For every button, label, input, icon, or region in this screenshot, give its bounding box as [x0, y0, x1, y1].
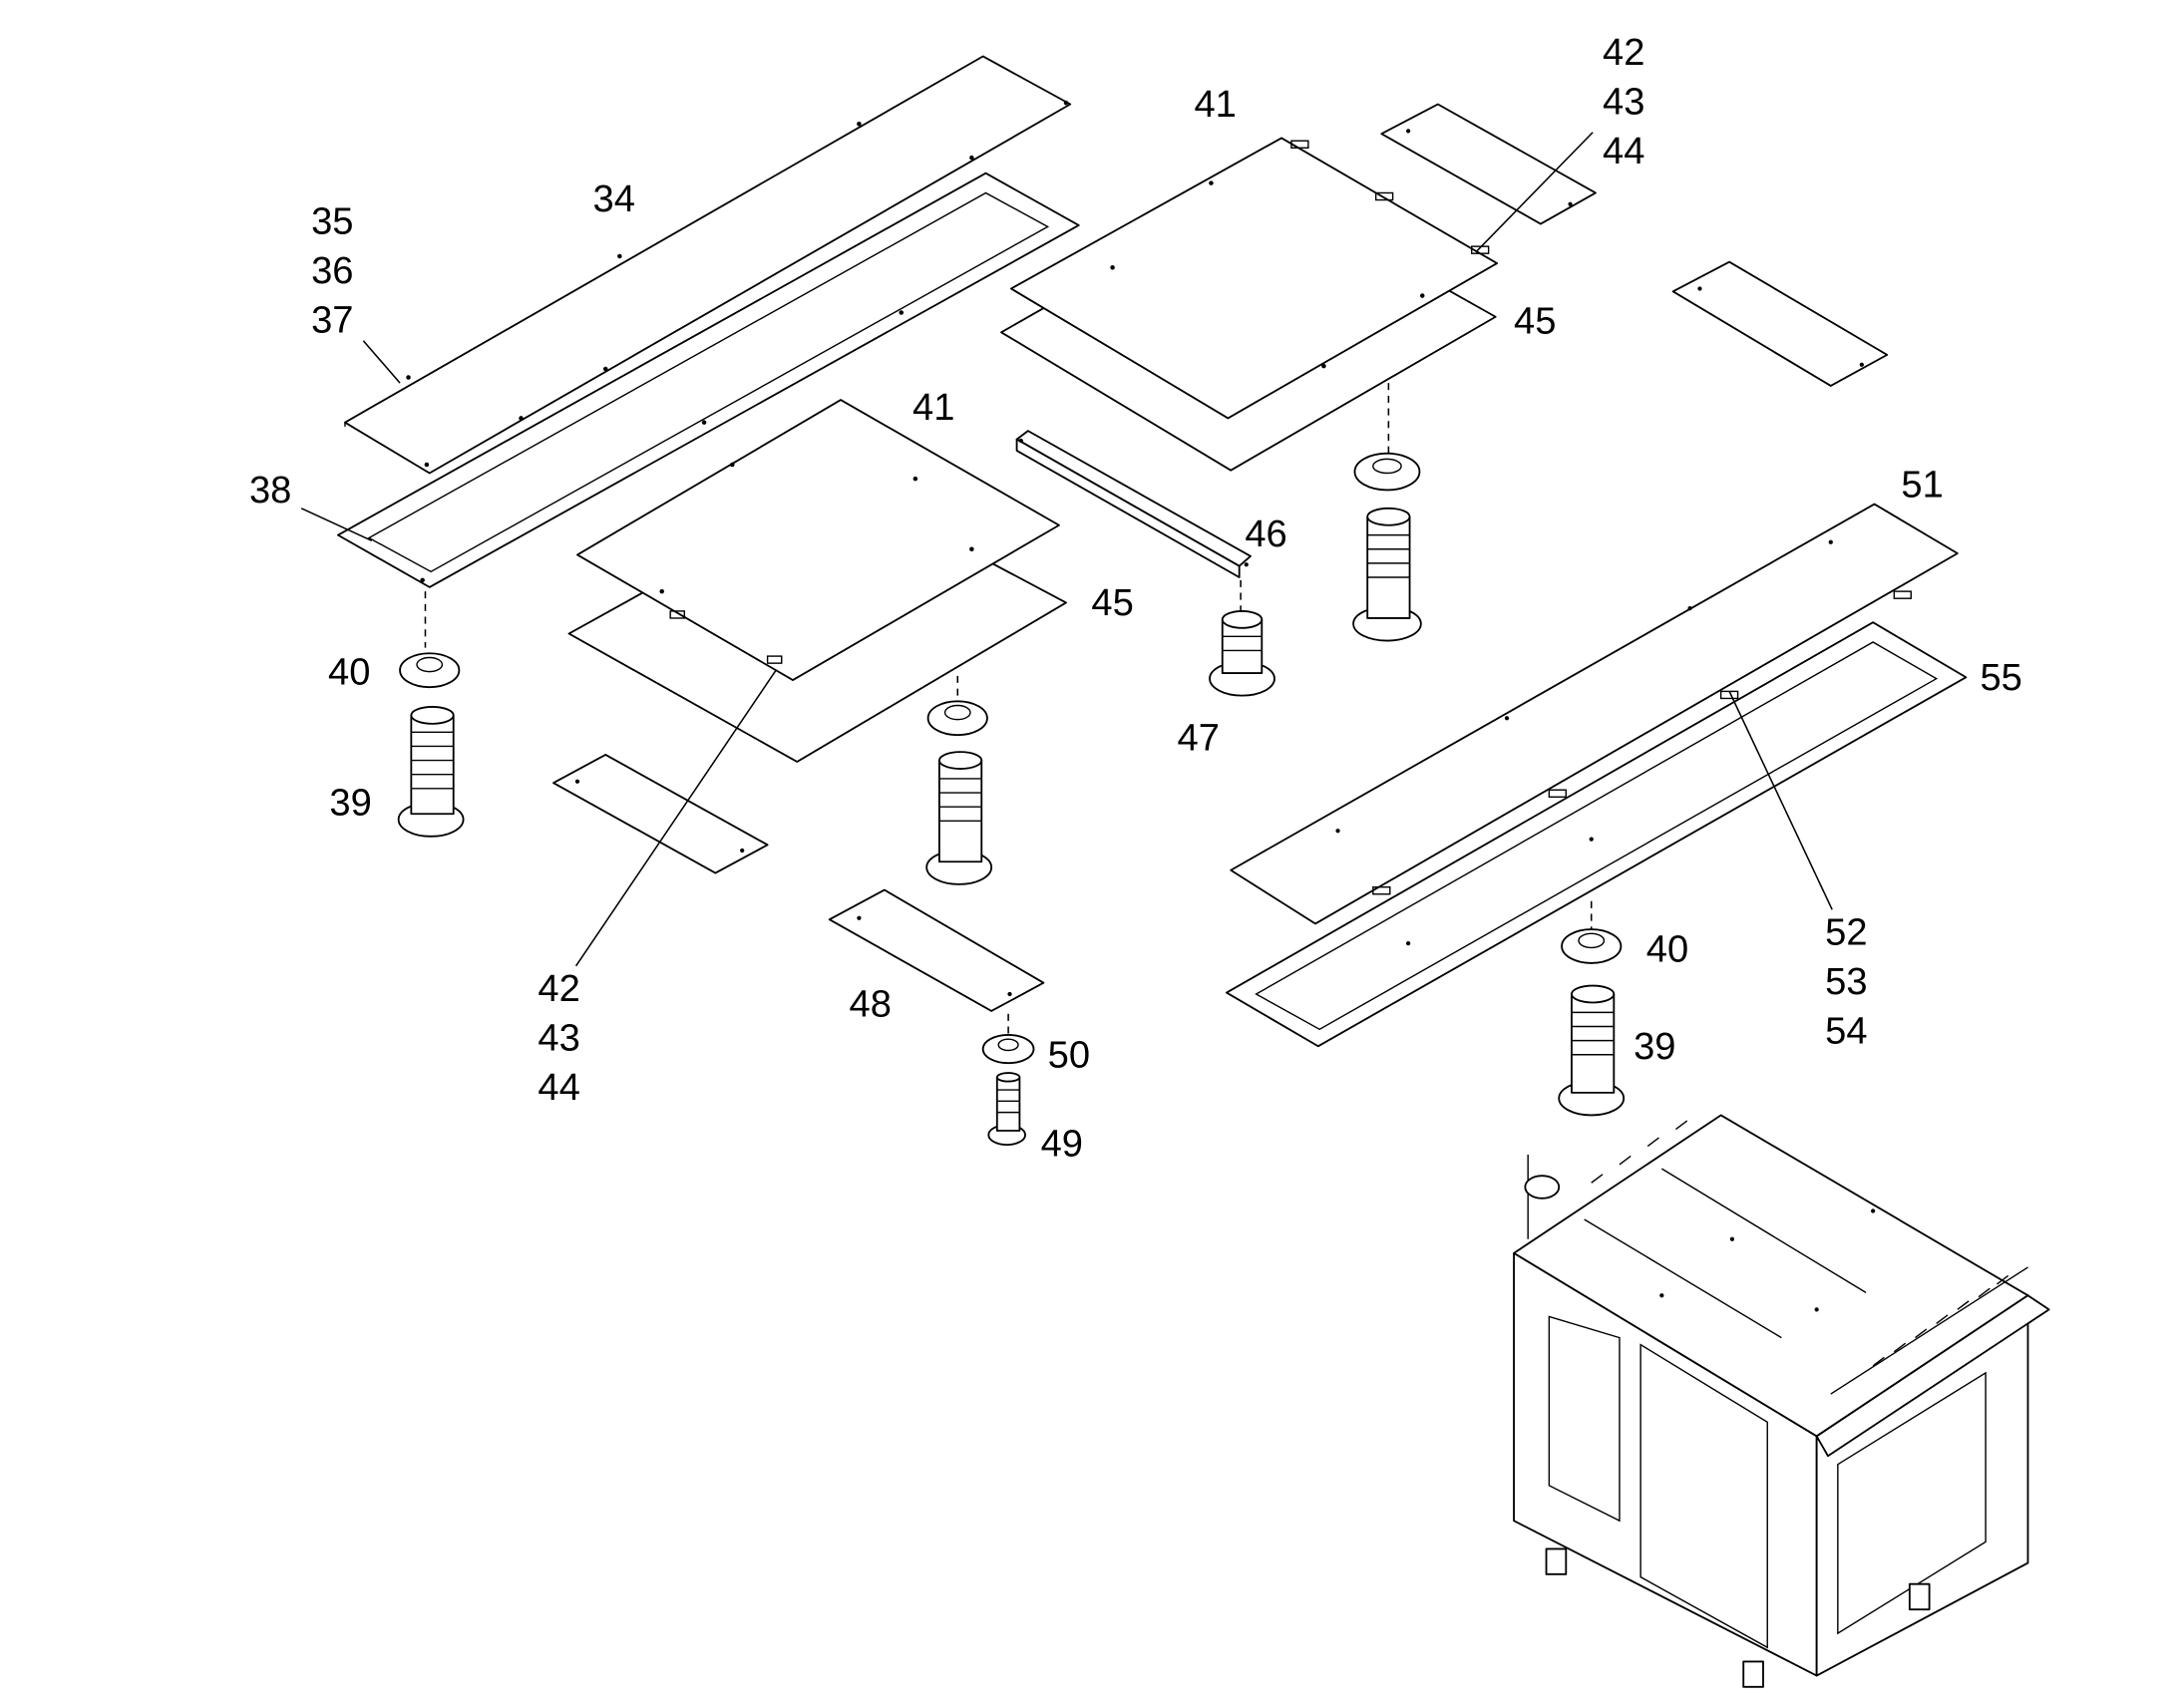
cab-assembly — [1513, 1114, 2050, 1688]
label-39-left: 39 — [329, 782, 371, 825]
part-40-washer-right — [1561, 928, 1623, 964]
part-34-long-panel — [344, 55, 1072, 475]
label-40-left: 40 — [328, 650, 370, 693]
part-40-washer-left — [399, 652, 461, 689]
part-39-foot-middle — [925, 751, 993, 885]
part-41-panel-left — [576, 399, 1060, 682]
part-46-rail — [1015, 430, 1252, 578]
leader-lines — [300, 132, 1833, 967]
label-49: 49 — [1041, 1122, 1083, 1165]
label-45-right: 45 — [1514, 300, 1556, 343]
part-41-panel-right — [1010, 137, 1499, 420]
part-48-plate — [828, 888, 1045, 1012]
part-47-foot — [1209, 609, 1275, 697]
part-39-foot-right — [1558, 984, 1626, 1117]
part-39-foot-upper-right — [1352, 507, 1422, 642]
label-52: 52 — [1825, 911, 1867, 954]
label-40-right: 40 — [1646, 928, 1688, 971]
label-55: 55 — [1980, 656, 2021, 699]
part-39-foot-left — [397, 706, 465, 838]
part-washer-upper-right — [1353, 452, 1421, 492]
label-35: 35 — [311, 199, 353, 242]
label-41-right: 41 — [1194, 83, 1236, 126]
label-47: 47 — [1178, 717, 1220, 760]
part-small-plate-top-right-b — [1671, 260, 1889, 387]
label-48: 48 — [850, 983, 892, 1026]
label-53: 53 — [1825, 960, 1867, 1003]
label-50: 50 — [1048, 1033, 1090, 1076]
callout-labels: 34 35 36 37 38 40 39 41 45 42 43 44 48 5… — [249, 31, 2022, 1165]
label-43-upper: 43 — [1603, 80, 1644, 123]
label-44-upper: 44 — [1603, 130, 1644, 172]
label-34: 34 — [593, 177, 635, 220]
label-37: 37 — [311, 298, 353, 341]
label-46: 46 — [1245, 512, 1286, 555]
label-42-lower: 42 — [538, 967, 579, 1010]
part-washer-middle-left — [926, 700, 988, 737]
label-36: 36 — [311, 249, 353, 292]
label-54: 54 — [1825, 1009, 1867, 1052]
label-43-lower: 43 — [538, 1017, 579, 1060]
part-55-long-frame — [1226, 621, 1968, 1048]
label-39-right: 39 — [1634, 1025, 1675, 1068]
label-51: 51 — [1901, 464, 1943, 507]
label-45-left: 45 — [1091, 581, 1133, 624]
label-42-upper: 42 — [1603, 31, 1644, 74]
label-41-left: 41 — [912, 386, 954, 429]
part-small-plate-lower-left — [552, 754, 769, 874]
part-small-plate-top-right-a — [1380, 103, 1597, 225]
part-50-washer — [981, 1034, 1035, 1065]
part-38-long-frame — [336, 171, 1080, 588]
label-44-lower: 44 — [538, 1066, 579, 1109]
label-38: 38 — [249, 469, 291, 512]
part-49-bolt — [987, 1072, 1026, 1147]
